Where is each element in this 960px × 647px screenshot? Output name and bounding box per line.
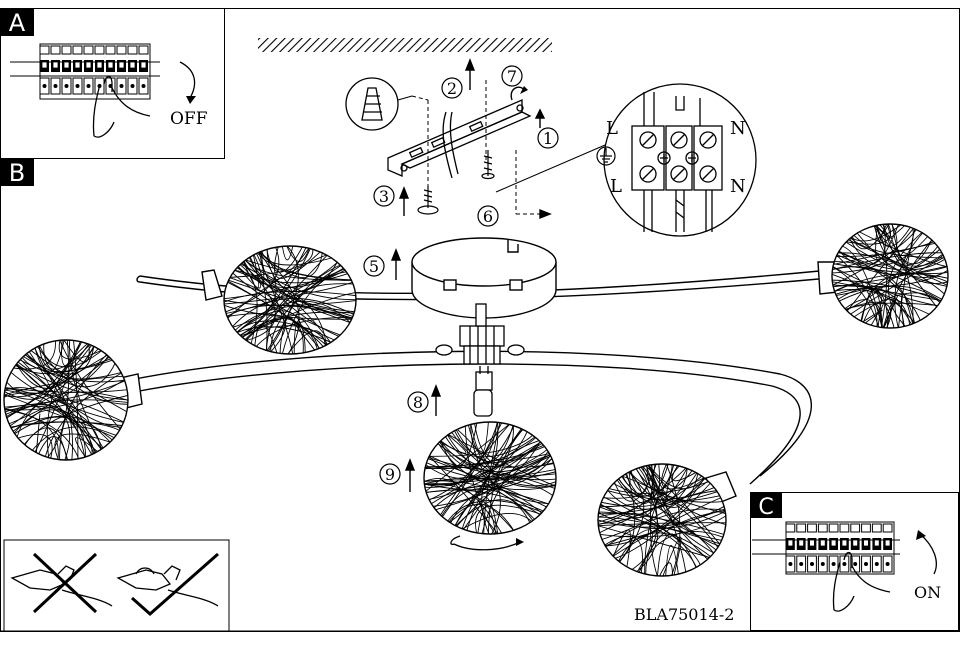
breaker-switch [839, 523, 850, 573]
wall-plug-icon [361, 87, 383, 121]
terminal-label-l-bottom: L [610, 176, 622, 197]
shade-icon [423, 421, 557, 535]
breaker-switch [72, 45, 83, 95]
terminal-label-n-top: N [730, 118, 746, 139]
panel-a-letter: A [9, 9, 26, 37]
g9-bulb [473, 366, 493, 417]
breaker-switch [105, 45, 116, 95]
breaker-switch [127, 45, 138, 95]
step-3: 3 [373, 185, 395, 207]
step-6: 6 [477, 205, 499, 227]
panel-c-badge [750, 492, 782, 518]
hand-icon [92, 83, 151, 138]
breaker-switch [61, 45, 72, 95]
panel-c-letter: C [758, 495, 773, 520]
arrow-icon [179, 61, 196, 99]
terminal-label-n-bottom: N [730, 176, 746, 197]
step-9: 9 [379, 463, 401, 485]
breaker-switch [116, 45, 127, 95]
panel-a: A OFF [0, 8, 225, 159]
hand-icon [116, 565, 219, 607]
arrow-icon [390, 58, 552, 492]
lower-arm [129, 350, 812, 477]
on-label: ON [914, 583, 941, 602]
check-mark [131, 552, 219, 617]
breaker-switch [807, 523, 817, 573]
svg-text:7: 7 [507, 67, 517, 86]
arrow-icon [919, 533, 937, 575]
breaker-switch [817, 523, 828, 573]
panel-b-letter: B [9, 159, 25, 187]
terminal-label-l-top: L [606, 118, 618, 139]
breaker-switch [871, 523, 882, 573]
shade-icon [597, 463, 727, 577]
screw-icon [417, 150, 495, 215]
shade-icon [3, 339, 129, 461]
rotate-arrow-icon [453, 541, 521, 551]
terminal-block [631, 92, 723, 232]
hand-icon [832, 561, 891, 612]
cable [442, 111, 453, 179]
breaker-switch [50, 45, 61, 95]
panel-a-badge [0, 8, 34, 36]
model-code: BLA75014-2 [634, 605, 734, 624]
step-7: 7 [501, 65, 523, 87]
svg-text:3: 3 [379, 187, 389, 206]
breaker-switch [138, 45, 149, 95]
lamp-holder [435, 303, 525, 365]
circuit-breaker-icon [752, 521, 900, 575]
breaker-switch [785, 523, 796, 573]
svg-text:2: 2 [447, 79, 457, 98]
shade-icon [831, 223, 949, 329]
ceiling-hatch [258, 38, 552, 52]
shade-icon [223, 245, 357, 355]
svg-text:6: 6 [483, 207, 493, 226]
step-1: 1 [537, 127, 559, 149]
circuit-breaker-icon [10, 43, 160, 100]
mounting-bracket [387, 99, 532, 177]
breaker-switch [882, 523, 893, 573]
breaker-switch [39, 45, 50, 95]
step-2: 2 [441, 77, 463, 99]
step-5: 5 [363, 255, 385, 277]
callout-pointer [495, 141, 613, 193]
off-label: OFF [170, 109, 208, 129]
breaker-switch [828, 523, 839, 573]
terminal-callout [603, 83, 757, 237]
do-not-touch-panel [3, 539, 230, 632]
svg-text:8: 8 [413, 393, 423, 412]
breaker-switch [796, 523, 807, 573]
breaker-switch [861, 523, 871, 573]
svg-text:9: 9 [385, 465, 395, 484]
svg-text:5: 5 [369, 257, 379, 276]
ceiling-canopy [411, 237, 557, 319]
breaker-switch [83, 45, 94, 95]
step-8: 8 [407, 391, 429, 413]
svg-text:1: 1 [543, 129, 553, 148]
panel-b-badge [0, 158, 34, 186]
guide-lines [411, 80, 540, 215]
earth-ground-icon [596, 146, 616, 166]
panel-c: C ON [750, 492, 959, 631]
